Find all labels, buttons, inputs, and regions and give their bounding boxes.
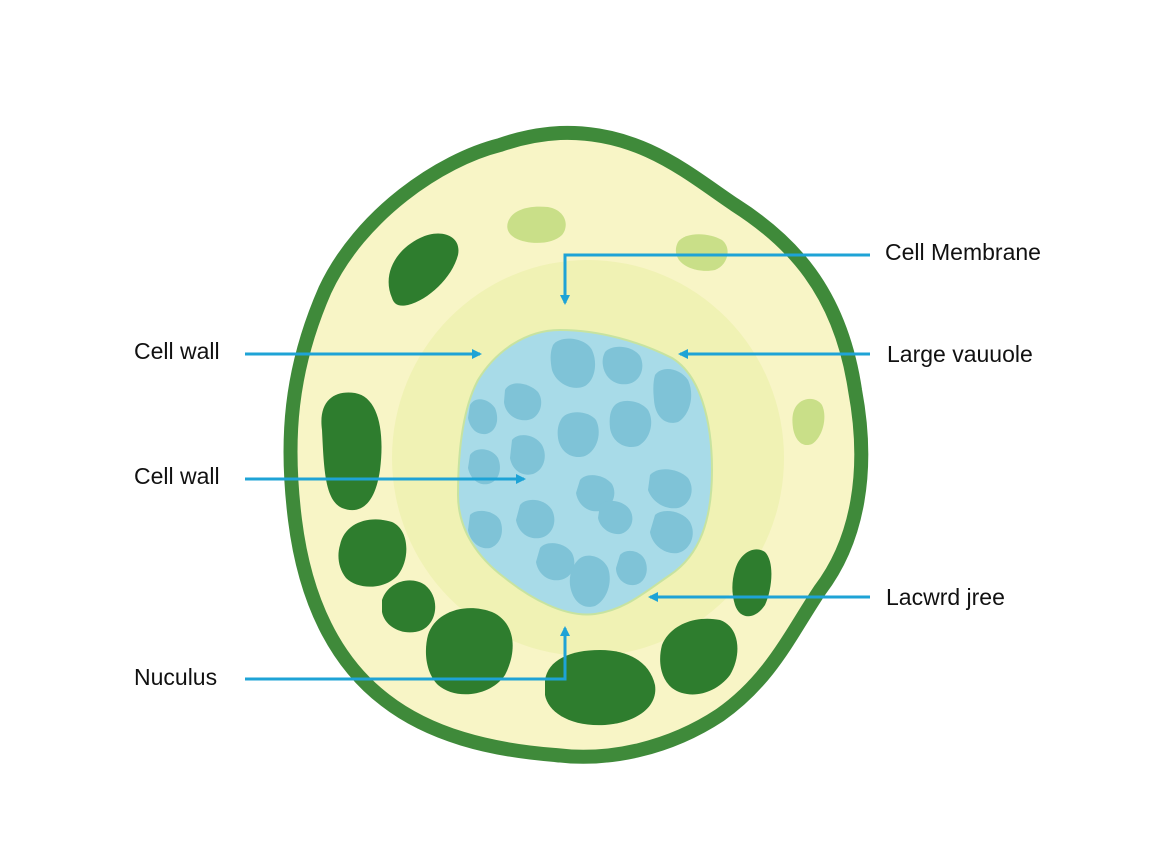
light-organelles xyxy=(507,206,825,446)
granule xyxy=(650,510,693,554)
granule xyxy=(653,368,692,423)
label-lacwird-jree: Lacwrd jree xyxy=(886,584,1005,610)
chloroplast xyxy=(660,618,738,695)
granule xyxy=(648,469,692,509)
granule xyxy=(609,400,652,448)
granule xyxy=(616,550,647,586)
light-organelle xyxy=(675,234,728,271)
granule xyxy=(510,435,545,475)
label-nucleus: Nuculus xyxy=(134,664,218,690)
chloroplast xyxy=(545,650,656,726)
granule xyxy=(504,383,542,421)
granule xyxy=(569,555,610,607)
granule xyxy=(468,510,502,549)
chloroplast xyxy=(425,608,513,695)
label-cell-membrane: Cell Membrane xyxy=(885,239,1041,265)
granule xyxy=(557,412,599,458)
chloroplast xyxy=(388,233,459,306)
chloroplast xyxy=(321,392,382,511)
chloroplast xyxy=(338,519,407,587)
chloroplast xyxy=(382,580,436,633)
label-cell-wall-top: Cell wall xyxy=(134,338,220,364)
light-organelle xyxy=(507,206,566,243)
pointer-nucleus xyxy=(245,626,570,681)
granule xyxy=(550,338,596,388)
granule xyxy=(516,499,555,539)
chloroplast xyxy=(732,549,772,617)
label-large-vacuole: Large vauuole xyxy=(887,341,1033,367)
light-organelle xyxy=(792,398,825,446)
granule xyxy=(598,500,633,535)
granule xyxy=(468,399,498,435)
pointer-lines xyxy=(245,253,870,681)
granule xyxy=(468,449,500,485)
label-cell-wall-middle: Cell wall xyxy=(134,463,220,489)
chloroplasts xyxy=(321,233,772,726)
granule xyxy=(536,543,575,581)
vacuole-granules xyxy=(468,338,693,607)
granule xyxy=(602,346,643,385)
pointer-cell-membrane xyxy=(560,253,870,305)
